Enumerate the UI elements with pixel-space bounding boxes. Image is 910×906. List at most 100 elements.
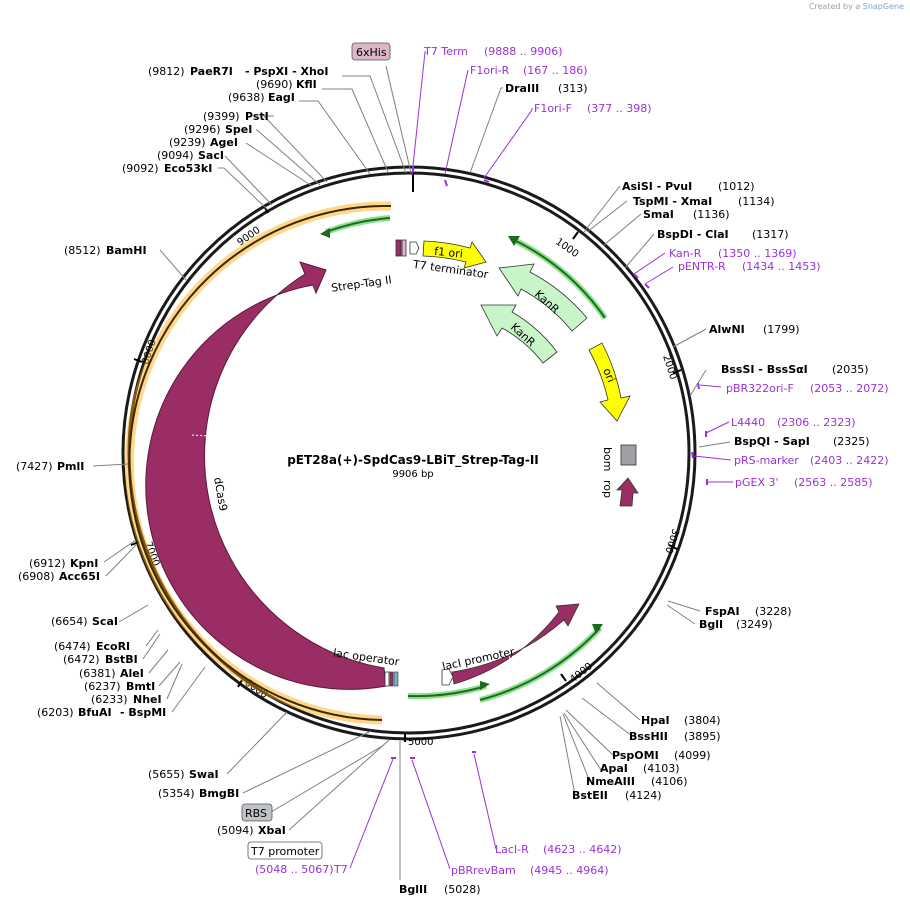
site-nhei[interactable]: (6233) NheI [91,693,162,706]
site-bfuai[interactable]: (6203) BfuAI - BspMI [37,706,166,719]
site-ecori[interactable]: (6474) EcoRI [54,640,130,653]
rop-box [620,444,637,466]
site-swai[interactable]: (5655) SwaI [148,768,219,781]
his-tag-feature[interactable] [401,239,407,257]
tick-label-2000: 2000 [660,354,678,382]
site-apai[interactable]: ApaI (4103) [600,762,680,775]
svg-text:AleI: AleI [120,667,144,680]
ori-feature[interactable] [588,342,631,422]
site-eco53ki[interactable]: (9092) Eco53kI [122,162,212,175]
site-smai[interactable]: SmaI (1136) [643,208,730,221]
site-bmgbi[interactable]: (5354) BmgBI [158,787,239,800]
site-xbai[interactable]: (5094) XbaI [217,824,286,837]
strep-tag-feature[interactable] [395,239,402,257]
primer-l4440[interactable]: L4440 (2306 .. 2323) [731,416,856,429]
svg-text:(3895): (3895) [684,730,721,743]
primer-kan-r[interactable]: Kan-R (1350 .. 1369) [669,247,797,260]
primer-f1ori-r[interactable]: F1ori-R (167 .. 186) [470,64,588,77]
site-bamhi[interactable]: (8512) BamHI [64,244,147,257]
lac-operator-feature[interactable] [384,671,390,687]
primer-t7-term[interactable]: T7 Term (9888 .. 9906) [423,45,563,58]
primer-pbrrevbam[interactable]: pBRrevBam (4945 .. 4964) [451,864,609,877]
site-agei[interactable]: (9239) AgeI [169,136,238,149]
plasmid-length: 9906 bp [392,469,433,480]
rbs-feature[interactable] [389,671,394,687]
site-fspai[interactable]: FspAI (3228) [705,605,792,618]
svg-text:BglII: BglII [399,883,427,896]
site-saci[interactable]: (9094) SacI [157,149,224,162]
svg-text:BspDI - ClaI: BspDI - ClaI [657,228,729,241]
lacI-feature[interactable] [451,603,580,685]
svg-text:NmeAIII: NmeAIII [586,775,635,788]
svg-text:(6237): (6237) [84,680,121,693]
site-eagi[interactable]: (9638) EagI [228,91,295,104]
svg-text:(4124): (4124) [625,789,662,802]
svg-text:(9888 .. 9906): (9888 .. 9906) [484,45,563,58]
primer-f1ori-f[interactable]: F1ori-F (377 .. 398) [534,102,652,115]
svg-text:(2035): (2035) [832,363,869,376]
svg-text:L4440: L4440 [731,416,765,429]
site-spei[interactable]: (9296) SpeI [184,123,252,136]
svg-text:Eco53kI: Eco53kI [164,162,212,175]
primer-pentr-r[interactable]: pENTR-R (1434 .. 1453) [678,260,821,273]
svg-text:(2403 .. 2422): (2403 .. 2422) [810,454,889,467]
svg-text:(1799): (1799) [763,323,800,336]
tick-3000 [668,544,678,550]
site-alei[interactable]: (6381) AleI [79,667,144,680]
t7-promoter-box[interactable]: T7 promoter [247,841,323,860]
primer-laci-r[interactable]: LacI-R (4623 .. 4642) [495,843,622,856]
site-scai[interactable]: (6654) ScaI [51,615,118,628]
svg-text:NheI: NheI [133,693,162,706]
svg-text:BspQI - SapI: BspQI - SapI [734,435,810,448]
site-pspomi[interactable]: PspOMI (4099) [612,749,711,762]
site-bspqi[interactable]: BspQI - SapI (2325) [734,435,870,448]
his-tag-box[interactable]: 6xHis [351,42,391,61]
primer-prs-marker[interactable]: pRS-marker (2403 .. 2422) [734,454,889,467]
site-bmti[interactable]: (6237) BmtI [84,680,155,693]
kanr-feature-1[interactable] [498,263,588,332]
svg-text:ApaI: ApaI [600,762,628,775]
site-paer7i[interactable]: (9812) PaeR7I - PspXI - XhoI [148,65,328,78]
site-bglii[interactable]: BglII (5028) [399,883,481,896]
svg-text:BstBI: BstBI [105,653,138,666]
rop-feature[interactable] [616,477,639,507]
svg-text:(1350 .. 1369): (1350 .. 1369) [718,247,797,260]
left-sites: (9812) PaeR7I - PspXI - XhoI (9690) KflI… [16,65,328,837]
kanr-feature-2[interactable] [480,304,558,364]
primer-pgex3[interactable]: pGEX 3' (2563 .. 2585) [735,476,873,489]
svg-text:PaeR7I: PaeR7I [190,65,233,78]
t7-promoter-feature[interactable] [393,671,399,687]
lacI-promoter-feature[interactable] [441,668,454,686]
svg-text:LacI-R: LacI-R [495,843,529,856]
site-kfli[interactable]: (9690) KflI [256,78,317,91]
svg-text:(9690): (9690) [256,78,293,91]
site-draiii[interactable]: DraIII (313) [505,82,588,95]
site-asisi[interactable]: AsiSI - PvuI (1012) [622,180,755,193]
snapgene-label: SnapGene [862,2,904,11]
f1-ori-feature[interactable] [422,240,487,269]
site-nmeaiii[interactable]: NmeAIII (4106) [586,775,688,788]
rbs-box[interactable]: RBS [241,803,273,822]
site-bspdi[interactable]: BspDI - ClaI (1317) [657,228,789,241]
site-psti[interactable]: (9399) PstI [203,110,269,123]
site-busshii[interactable]: BssHII (3895) [629,730,721,743]
svg-text:AsiSI - PvuI: AsiSI - PvuI [622,180,692,193]
site-pmli[interactable]: (7427) PmlI [16,460,84,473]
site-tspmi[interactable]: TspMI - XmaI (1134) [633,195,775,208]
site-bsssi[interactable]: BssSI - BssSαI (2035) [721,363,869,376]
svg-text:(4106): (4106) [651,775,688,788]
dcas9-feature[interactable] [145,261,387,690]
site-bstbi[interactable]: (6472) BstBI [63,653,138,666]
svg-text:(3228): (3228) [755,605,792,618]
t7-terminator-feature[interactable] [409,241,420,255]
site-alwni[interactable]: AlwNI (1799) [709,323,800,336]
orf-arc-top-head [320,228,330,238]
primer-pbr322ori-f[interactable]: pBR322ori-F (2053 .. 2072) [726,382,889,395]
site-kpni[interactable]: (6912) KpnI [29,557,98,570]
site-bgli[interactable]: BglI (3249) [699,618,773,631]
primer-t7[interactable]: (5048 .. 5067) T7 [255,863,348,876]
site-bsteii[interactable]: BstEII (4124) [572,789,662,802]
site-hpai[interactable]: HpaI (3804) [641,714,721,727]
site-acc65i[interactable]: (6908) Acc65I [18,570,100,583]
